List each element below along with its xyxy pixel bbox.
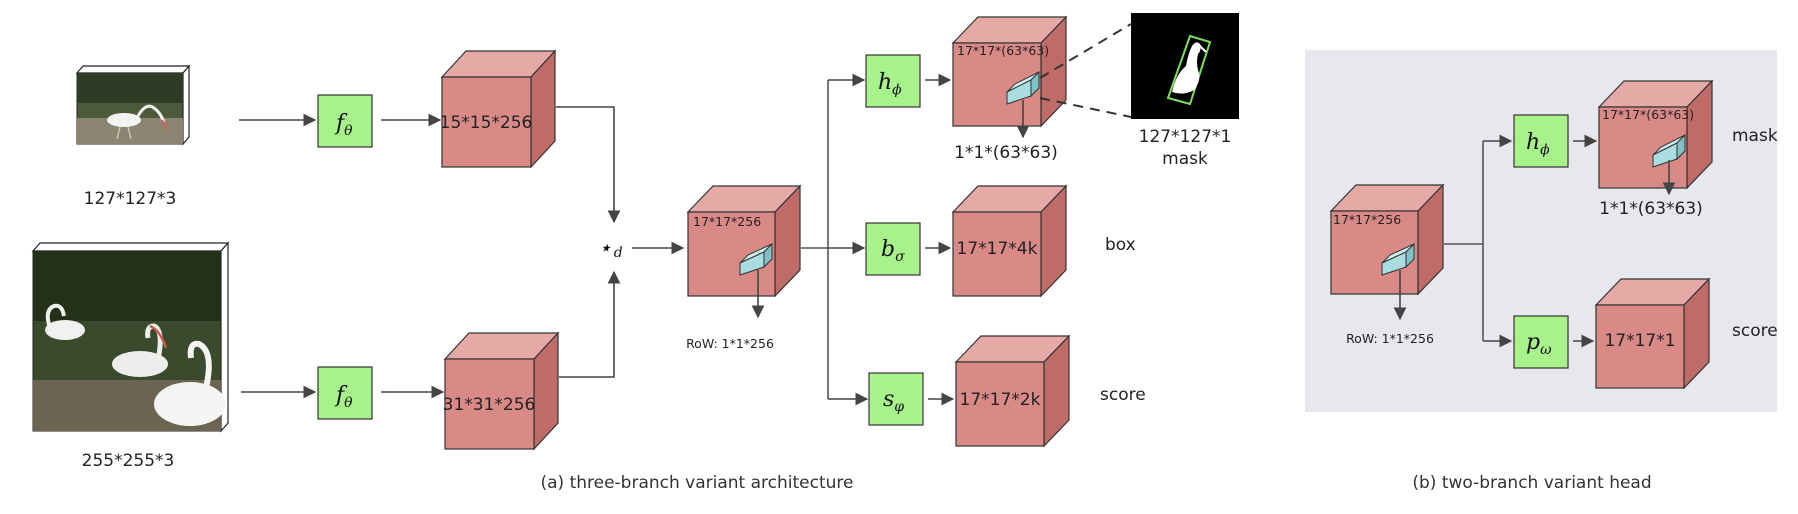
svg-text:17*17*256: 17*17*256 bbox=[693, 214, 761, 229]
mask-branch-cube: 17*17*(63*63) bbox=[951, 15, 1068, 128]
svg-text:17*17*256: 17*17*256 bbox=[1333, 212, 1401, 227]
panel-b-response-cube: 17*17*256 bbox=[1329, 183, 1445, 296]
svg-text:sφ: sφ bbox=[883, 387, 904, 415]
exemplar-feature-cube: 15*15*256 bbox=[440, 49, 557, 169]
backbone-box-exemplar: fθ bbox=[317, 94, 373, 148]
mask-output-size: 127*127*1 bbox=[1139, 127, 1232, 147]
row-label: RoW: 1*1*256 bbox=[686, 336, 774, 351]
backbone-box-search: fθ bbox=[317, 366, 373, 420]
row-vector bbox=[739, 242, 773, 276]
panel-b-score-head-box: pω bbox=[1513, 315, 1569, 369]
svg-text:17*17*2k: 17*17*2k bbox=[960, 390, 1041, 410]
svg-text:hϕ: hϕ bbox=[1526, 130, 1550, 158]
svg-text:⋆d: ⋆d bbox=[598, 236, 623, 261]
score-branch-name: score bbox=[1100, 385, 1146, 405]
mask-projection-lower bbox=[1039, 97, 1132, 118]
panel-b-mask-cube: 17*17*(63*63) bbox=[1597, 79, 1714, 190]
score-head-box: sφ bbox=[868, 372, 924, 426]
svg-text:bσ: bσ bbox=[881, 237, 905, 265]
mask-row-label: 1*1*(63*63) bbox=[954, 143, 1058, 163]
svg-text:17*17*4k: 17*17*4k bbox=[957, 239, 1038, 259]
svg-text:31*31*256: 31*31*256 bbox=[443, 395, 536, 415]
xcorr-operator: ⋆d bbox=[598, 236, 623, 261]
svg-text:pω: pω bbox=[1526, 330, 1552, 358]
arrow-exemplar-to-xcorr bbox=[556, 106, 621, 224]
response-cube: 17*17*256 bbox=[686, 184, 802, 298]
mask-head-box: hϕ bbox=[865, 54, 921, 108]
box-branch-cube: 17*17*4k bbox=[951, 184, 1068, 298]
panel-b-mask-name: mask bbox=[1732, 126, 1778, 146]
svg-text:17*17*(63*63): 17*17*(63*63) bbox=[1602, 107, 1694, 122]
svg-text:hϕ: hϕ bbox=[878, 70, 902, 98]
panel-b-mask-row-vector bbox=[1652, 133, 1686, 168]
svg-text:15*15*256: 15*15*256 bbox=[440, 113, 533, 133]
mask-output-image bbox=[1131, 13, 1239, 119]
panel-b-caption: (b) two-branch variant head bbox=[1412, 473, 1651, 493]
score-branch-cube: 17*17*2k bbox=[954, 334, 1071, 448]
panel-b-row-label: RoW: 1*1*256 bbox=[1346, 331, 1434, 346]
box-head-box: bσ bbox=[865, 222, 921, 276]
mask-row-vector bbox=[1006, 70, 1040, 105]
panel-b-mask-head-box: hϕ bbox=[1513, 114, 1569, 168]
arrow-search-to-xcorr bbox=[559, 270, 621, 378]
panel-b-score-cube: 17*17*1 bbox=[1594, 277, 1711, 390]
mask-projection-upper bbox=[1039, 23, 1132, 79]
svg-text:17*17*1: 17*17*1 bbox=[1604, 331, 1675, 351]
box-branch-name: box bbox=[1105, 235, 1136, 255]
exemplar-image bbox=[75, 64, 191, 146]
panel-b-score-name: score bbox=[1732, 321, 1778, 341]
panel-a-caption: (a) three-branch variant architecture bbox=[540, 473, 853, 493]
search-size-label: 255*255*3 bbox=[82, 451, 175, 471]
panel-b-row-vector bbox=[1381, 242, 1415, 276]
mask-output-name: mask bbox=[1162, 149, 1208, 169]
search-feature-cube: 31*31*256 bbox=[443, 331, 560, 451]
svg-text:17*17*(63*63): 17*17*(63*63) bbox=[957, 43, 1049, 58]
panel-b-mask-row-label: 1*1*(63*63) bbox=[1599, 199, 1703, 219]
search-image bbox=[31, 241, 230, 433]
exemplar-size-label: 127*127*3 bbox=[84, 189, 177, 209]
